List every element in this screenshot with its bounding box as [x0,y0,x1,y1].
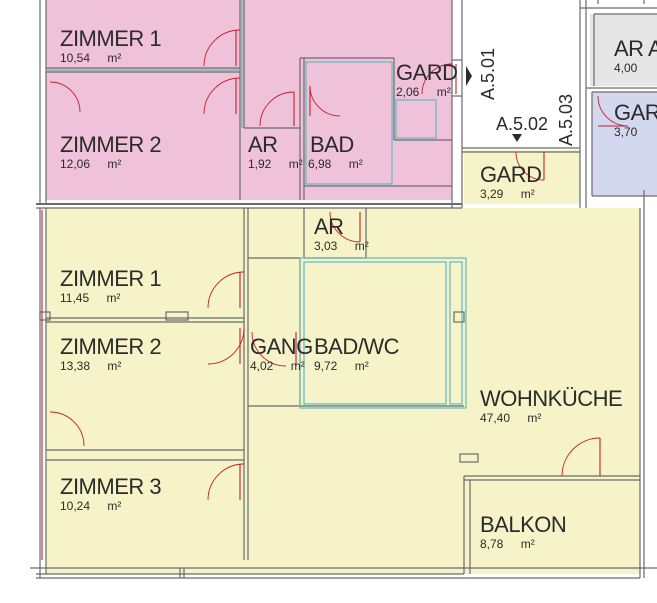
room-pink-ar: AR 1,92 m² [248,132,303,171]
svg-text:4,02 m²: 4,02 m² [250,359,305,373]
room-yellow-balkon: BALKON 8,78 m² [480,512,567,551]
room-blue-gard: GARD 3,70 [614,100,657,139]
svg-text:AR: AR [248,132,278,157]
svg-text:11,45 m²: 11,45 m² [60,291,120,305]
svg-text:9,72 m²: 9,72 m² [314,359,369,373]
doors [41,29,629,560]
svg-text:6,98 m²: 6,98 m² [308,157,363,171]
room-yellow-zimmer2: ZIMMER 2 13,38 m² [60,334,162,373]
svg-text:GARD: GARD [480,162,542,187]
room-yellow-ar: AR 3,03 m² [314,214,369,253]
room-yellow-badwc: BAD/WC 9,72 m² [314,334,400,373]
room-pink-zimmer1: ZIMMER 1 10,54 m² [60,26,162,65]
svg-text:4,00: 4,00 [614,61,638,75]
blue-room-fill [592,92,657,196]
svg-text:AR: AR [314,214,344,239]
svg-text:ZIMMER 1: ZIMMER 1 [60,26,161,51]
svg-text:BAD: BAD [310,132,354,157]
room-pink-bad: BAD 6,98 m² [308,132,363,171]
svg-text:BAD/WC: BAD/WC [314,334,400,359]
svg-text:GANG: GANG [250,334,313,359]
svg-text:GARD: GARD [396,60,458,85]
room-yellow-wohnkueche: WOHNKÜCHE 47,40 m² [480,386,623,425]
svg-text:10,54 m²: 10,54 m² [60,51,121,65]
svg-text:ZIMMER 2: ZIMMER 2 [60,334,161,359]
svg-text:3,70: 3,70 [614,125,638,139]
unit-label-a503: A.5.03 [556,94,576,146]
svg-text:2,06 m²: 2,06 m² [396,85,451,99]
svg-text:BALKON: BALKON [480,512,566,537]
svg-text:47,40 m²: 47,40 m² [480,411,541,425]
yellow-gard-fill [464,150,580,204]
walls [30,0,657,579]
svg-text:12,06 m²: 12,06 m² [60,157,121,171]
svg-text:WOHNKÜCHE: WOHNKÜCHE [480,386,622,411]
unit-label-a501: A.5.01 [466,48,498,100]
svg-text:ZIMMER 1: ZIMMER 1 [60,266,161,291]
svg-text:A.5.03: A.5.03 [556,94,576,146]
svg-text:3,03 m²: 3,03 m² [314,239,369,253]
room-yellow-gang: GANG 4,02 m² [250,334,313,373]
svg-text:A.5.01: A.5.01 [478,48,498,100]
svg-text:GARD: GARD [614,100,657,125]
yellow-apartment-fill [46,208,640,574]
svg-text:3,29 m²: 3,29 m² [480,187,535,201]
svg-text:10,24 m²: 10,24 m² [60,499,121,513]
room-pink-zimmer2: ZIMMER 2 12,06 m² [60,132,162,171]
svg-text:ZIMMER 2: ZIMMER 2 [60,132,161,157]
room-grey-ar: AR A 4,00 [614,36,657,75]
room-yellow-gard: GARD 3,29 m² [480,162,542,201]
svg-text:ZIMMER 3: ZIMMER 3 [60,474,161,499]
svg-text:AR A: AR A [614,36,657,61]
svg-text:1,92 m²: 1,92 m² [248,157,303,171]
svg-text:8,78 m²: 8,78 m² [480,537,535,551]
room-yellow-zimmer3: ZIMMER 3 10,24 m² [60,474,162,513]
room-pink-gard: GARD 2,06 m² [396,60,458,99]
svg-text:13,38 m²: 13,38 m² [60,359,121,373]
svg-text:A.5.02: A.5.02 [496,114,548,134]
unit-label-a502: A.5.02 [496,114,548,142]
room-yellow-zimmer1: ZIMMER 1 11,45 m² [60,266,162,305]
pink-apartment-fill [46,0,452,200]
grey-room-fill [590,14,657,86]
